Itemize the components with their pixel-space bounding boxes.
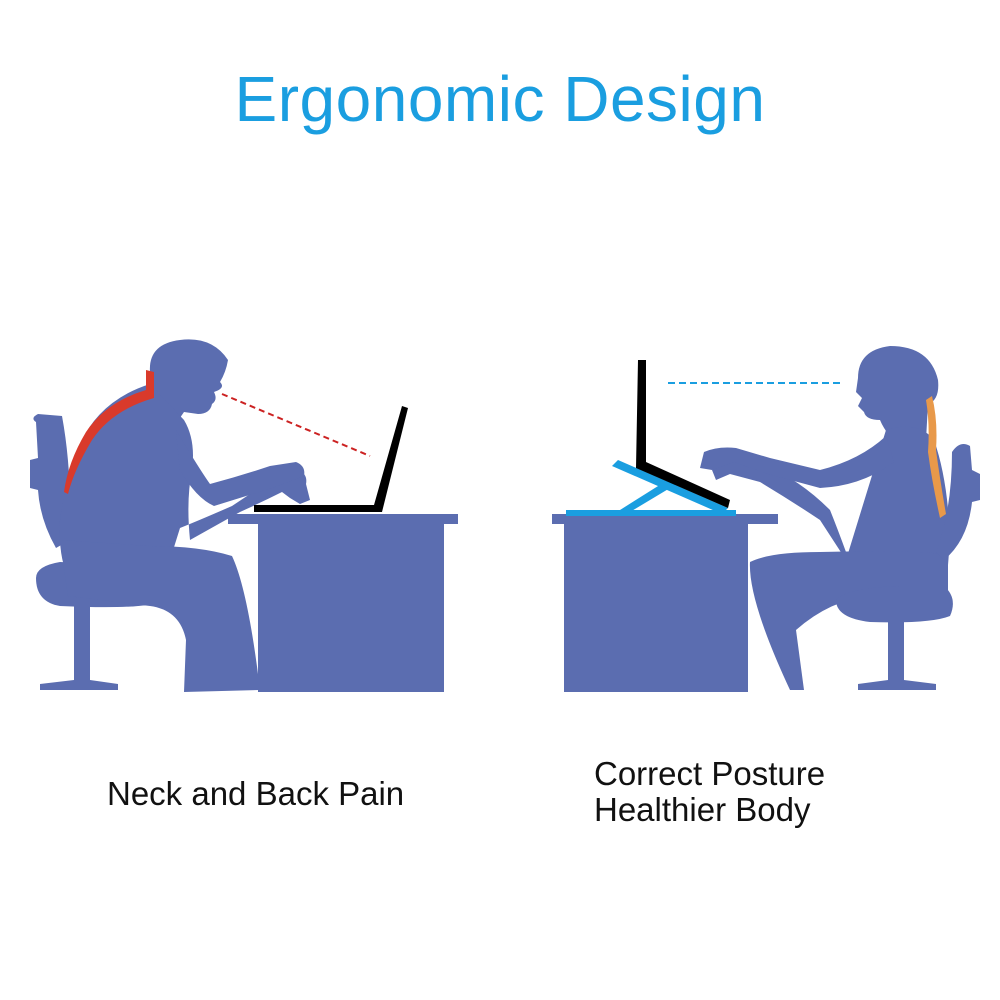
back-pain-highlight (64, 370, 154, 494)
page-title: Ergonomic Design (234, 63, 766, 135)
bad-posture-caption: Neck and Back Pain (107, 775, 405, 812)
left-desk (228, 514, 458, 692)
good-posture-caption-line-2: Healthier Body (594, 791, 811, 828)
healthy-spine-highlight (926, 396, 946, 518)
bad-sightline (221, 393, 371, 457)
right-laptop (636, 360, 730, 508)
good-posture-scene (552, 346, 980, 692)
good-posture-caption-line-1: Correct Posture (594, 755, 826, 792)
laptop-stand (566, 460, 736, 516)
bad-posture-scene (30, 339, 458, 692)
right-desk (552, 514, 778, 692)
left-person (59, 339, 310, 692)
right-person (700, 346, 950, 690)
right-chair (836, 444, 980, 690)
good-posture-caption: Correct Posture Healthier Body (594, 756, 825, 828)
left-laptop (254, 406, 408, 512)
